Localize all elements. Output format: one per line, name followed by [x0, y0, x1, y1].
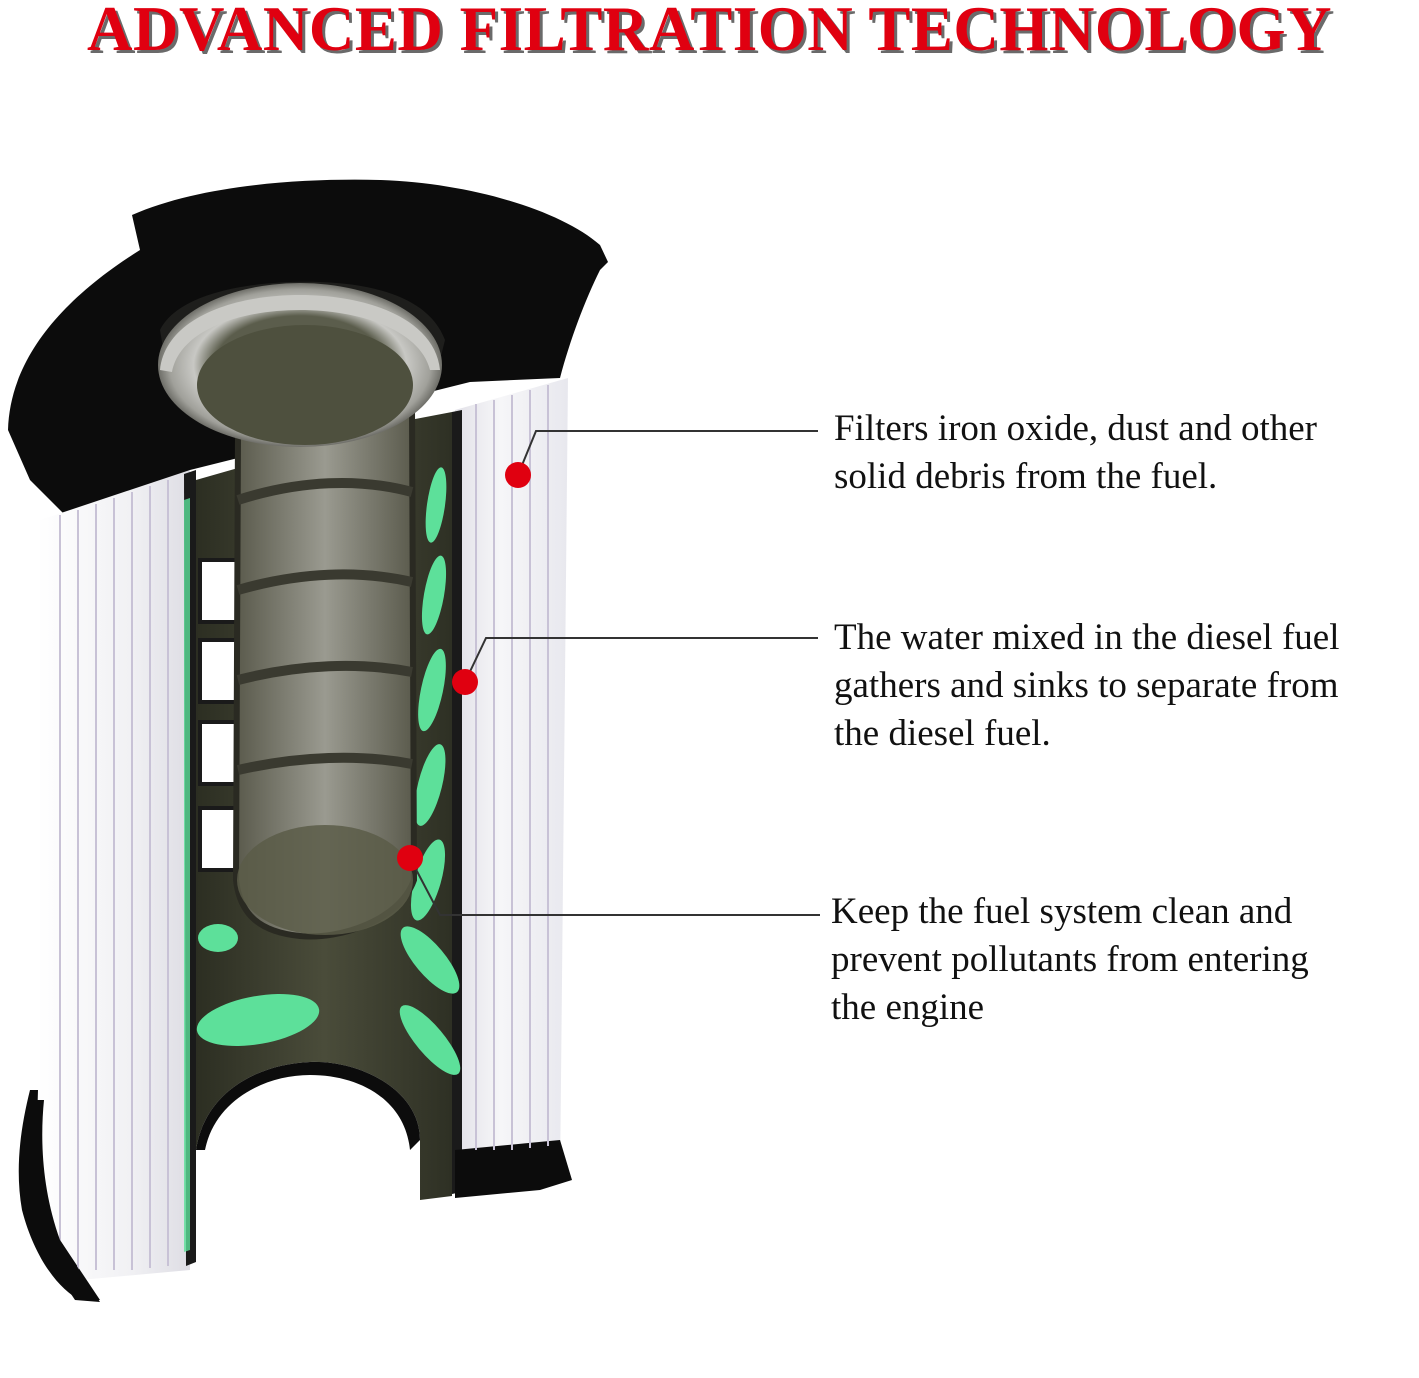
- callout-line: Filters iron oxide, dust and other: [834, 408, 1317, 449]
- callout-markers: [397, 462, 531, 871]
- callout-line: gathers and sinks to separate from: [834, 665, 1339, 706]
- page-title: ADVANCED FILTRATION TECHNOLOGY: [87, 0, 1332, 64]
- callout-clean-system: Keep the fuel system clean and prevent p…: [831, 888, 1309, 1032]
- top-seal-ring: [158, 283, 442, 447]
- bottom-end-cap-left: [18, 1090, 100, 1300]
- callout-filter-debris: Filters iron oxide, dust and other solid…: [834, 405, 1317, 501]
- callout-line: The water mixed in the diesel fuel: [834, 617, 1340, 658]
- callout-line: the diesel fuel.: [834, 713, 1051, 754]
- marker-1: [505, 462, 531, 488]
- callout-line: the engine: [831, 987, 985, 1028]
- callout-line: prevent pollutants from entering: [831, 939, 1309, 980]
- callout-line: solid debris from the fuel.: [834, 456, 1218, 497]
- callout-line: Keep the fuel system clean and: [831, 891, 1293, 932]
- flow-windows: [196, 467, 461, 1075]
- marker-2: [452, 669, 478, 695]
- bottom-opening: [205, 1075, 412, 1270]
- pleat-lines: [59, 385, 549, 1270]
- callout-water-separation: The water mixed in the diesel fuel gathe…: [834, 614, 1339, 758]
- leader-lines: [409, 430, 820, 916]
- marker-3: [397, 845, 423, 871]
